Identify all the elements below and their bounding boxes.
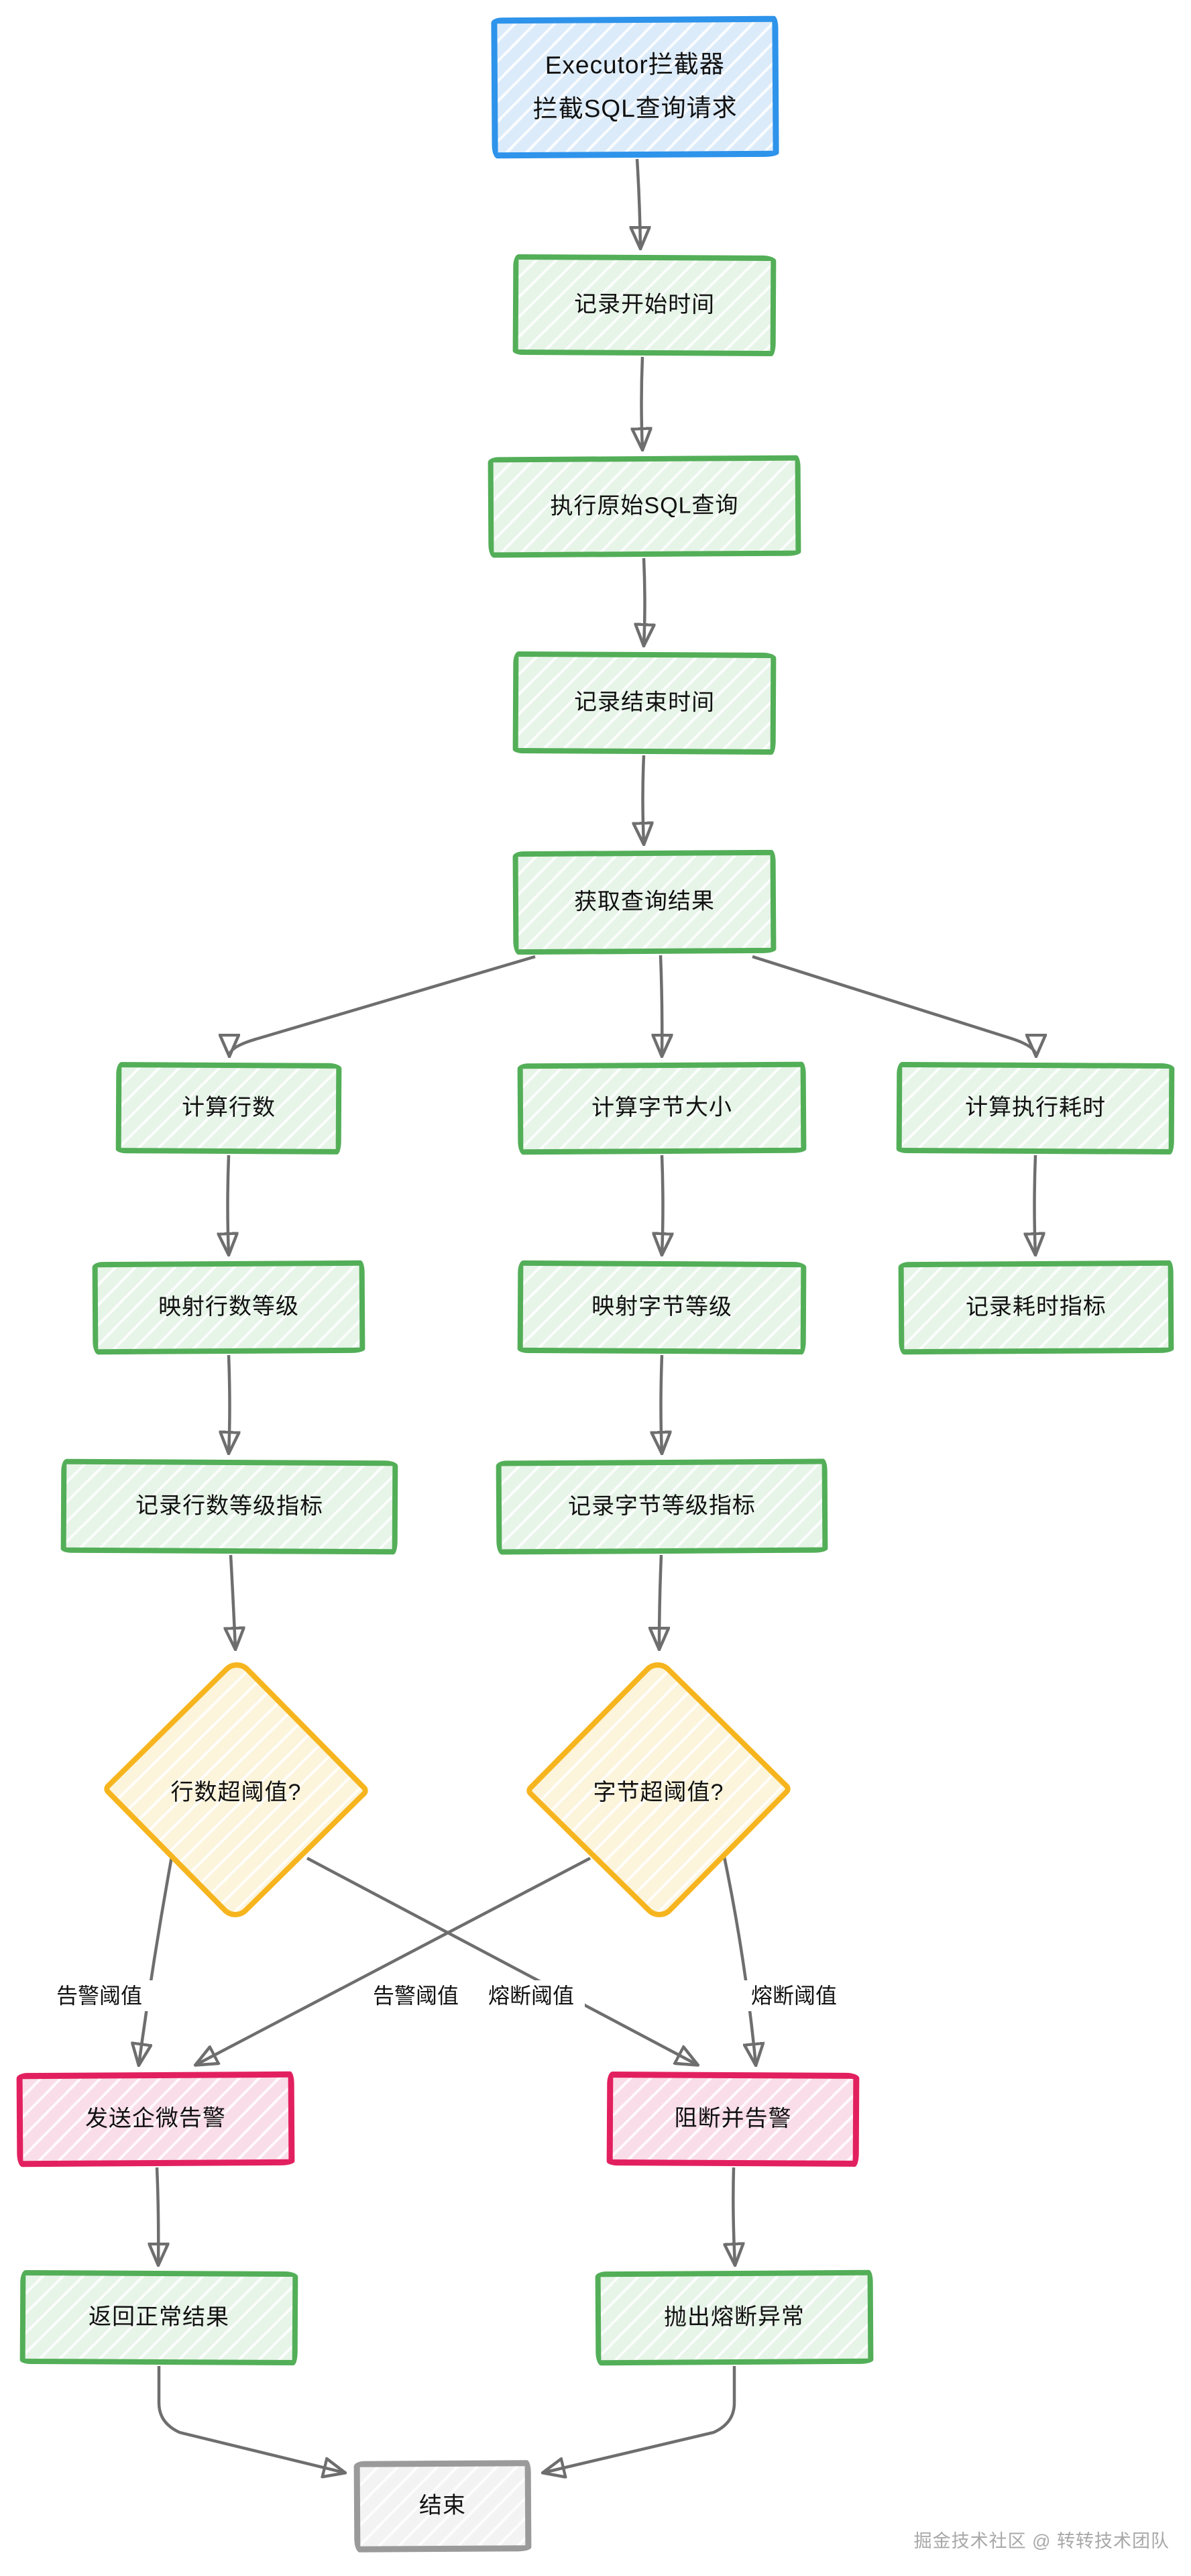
arrow-exec-sql-to-record-end [644,557,645,645]
arrow-record-start-to-exec-sql [642,356,643,449]
node-calc-exec-time-label: 计算执行耗时 [964,1094,1107,1121]
node-end-label: 结束 [418,2493,467,2519]
node-end: 结束 [353,2460,532,2553]
node-record-byte-level-metric: 记录字节等级指标 [496,1458,828,1555]
watermark: 掘金技术社区 @ 转转技术团队 [913,2531,1170,2551]
arrow-rows-diamond-to-block-alert [306,1857,697,2065]
node-bytes-over-threshold-label: 字节超阈值? [593,1780,724,1805]
node-throw-fuse-exception-label: 抛出熔断异常 [663,2304,805,2330]
node-calc-byte-size-label: 计算字节大小 [591,1094,733,1121]
arrow-calc-time-to-record-time-metric [1035,1155,1036,1254]
arrow-send-alert-to-return-normal [157,2167,158,2265]
node-send-wecom-alert: 发送企微告警 [16,2071,295,2167]
node-map-byte-level: 映射字节等级 [517,1260,807,1355]
node-map-row-level: 映射行数等级 [92,1260,365,1355]
node-calc-byte-size: 计算字节大小 [517,1061,807,1155]
node-calc-exec-time: 计算执行耗时 [896,1061,1175,1155]
node-map-byte-level-label: 映射字节等级 [591,1293,733,1320]
node-executor-interceptor-line2: 拦截SQL查询请求 [532,94,738,123]
arrow-calc-rows-to-map-rows [228,1155,229,1254]
node-record-time-metric: 记录耗时指标 [898,1260,1174,1355]
node-record-start-time-label: 记录开始时间 [573,291,716,318]
node-record-end-time-label: 记录结束时间 [573,689,716,716]
node-throw-fuse-exception: 抛出熔断异常 [595,2269,874,2366]
edge-label-alert-threshold-left: 告警阈值 [46,1980,153,2011]
node-record-row-level-metric-label: 记录行数等级指标 [135,1493,324,1520]
node-get-query-result-label: 获取查询结果 [573,888,716,915]
node-return-normal-result-label: 返回正常结果 [88,2304,230,2330]
node-return-normal-result: 返回正常结果 [19,2269,298,2366]
arrow-interceptor-to-record-start [637,158,640,248]
arrow-get-result-to-calc-bytes [661,955,662,1056]
arrow-get-result-to-calc-time [752,955,1036,1056]
arrow-record-bytes-metric-to-bytes-diamond [659,1554,661,1649]
arrow-calc-bytes-to-map-bytes [662,1155,663,1254]
arrow-map-rows-to-record-rows-metric [229,1354,230,1453]
arrow-record-end-to-get-result [643,755,644,844]
node-calc-row-count: 计算行数 [115,1062,342,1155]
node-record-start-time: 记录开始时间 [512,254,777,357]
arrow-rows-diamond-to-send-alert [139,1856,174,2065]
arrow-get-result-to-calc-rows [229,955,536,1056]
arrow-return-normal-to-end [157,2366,345,2473]
edge-label-alert-threshold-mid: 告警阈值 [362,1980,469,2011]
node-executor-interceptor-line1: Executor拦截器 [545,50,725,80]
edge-label-fuse-threshold-right: 熔断阈值 [740,1980,848,2011]
node-map-row-level-label: 映射行数等级 [158,1293,300,1320]
arrow-map-bytes-to-record-bytes-metric [661,1354,663,1453]
node-exec-original-sql-label: 执行原始SQL查询 [550,492,739,520]
arrow-bytes-diamond-to-send-alert [196,1857,591,2065]
node-record-byte-level-metric-label: 记录字节等级指标 [567,1493,756,1520]
arrow-record-rows-metric-to-rows-diamond [231,1554,235,1649]
arrow-block-alert-to-throw-exception [733,2167,735,2265]
node-get-query-result: 获取查询结果 [512,849,777,955]
node-executor-interceptor: Executor拦截器 拦截SQL查询请求 [491,15,779,159]
node-record-time-metric-label: 记录耗时指标 [965,1293,1107,1320]
node-record-row-level-metric: 记录行数等级指标 [60,1458,398,1555]
node-block-and-alert-label: 阻断并告警 [674,2105,792,2132]
node-block-and-alert: 阻断并告警 [606,2072,860,2167]
node-rows-over-threshold-label: 行数超阈值? [170,1780,302,1805]
node-send-wecom-alert-label: 发送企微告警 [84,2105,227,2132]
edge-label-fuse-threshold-mid: 熔断阈值 [477,1980,585,2011]
node-exec-original-sql: 执行原始SQL查询 [488,455,801,558]
node-calc-row-count-label: 计算行数 [181,1094,276,1121]
arrow-throw-exception-to-end [543,2366,736,2473]
node-record-end-time: 记录结束时间 [512,651,777,755]
arrow-bytes-diamond-to-block-alert [722,1856,756,2065]
